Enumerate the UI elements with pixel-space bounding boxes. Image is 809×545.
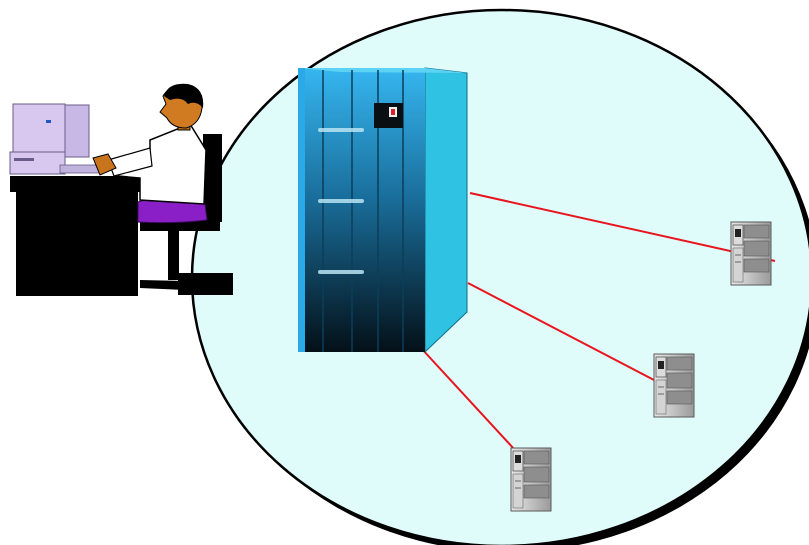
- computer-icon: [9, 103, 101, 175]
- person-icon: [92, 83, 208, 224]
- network-zone: [190, 8, 809, 545]
- link-mainframe-server-1: [469, 192, 776, 262]
- tower-server-1-icon: [730, 221, 772, 286]
- link-mainframe-server-2: [467, 282, 655, 381]
- desk-icon: [10, 176, 148, 296]
- network-links: [420, 192, 776, 451]
- tower-server-3-icon: [510, 447, 552, 512]
- operator-workstation-icon: [9, 83, 233, 296]
- tower-server-2-icon: [653, 353, 695, 418]
- link-mainframe-server-3: [420, 347, 516, 451]
- mainframe-icon: [298, 67, 468, 354]
